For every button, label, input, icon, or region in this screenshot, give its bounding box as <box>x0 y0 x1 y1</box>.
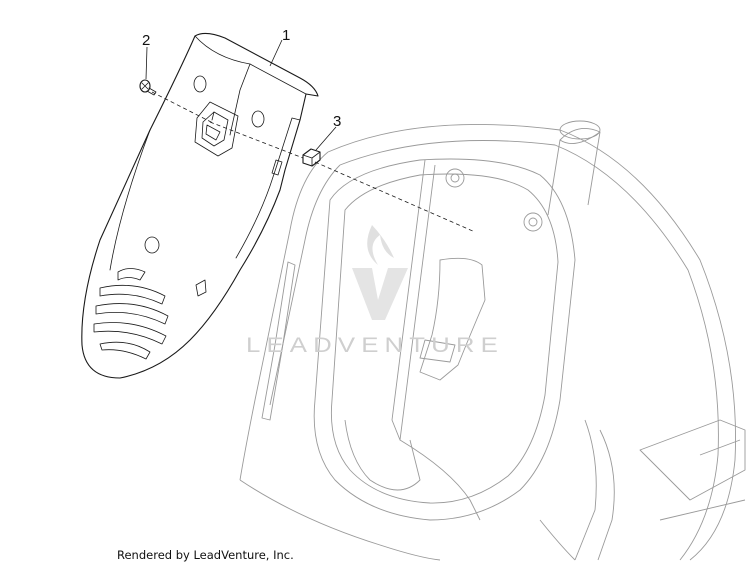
nut-part <box>302 148 321 167</box>
footer-credit: Rendered by LeadVenture, Inc. <box>117 548 294 562</box>
callout-2[interactable]: 2 <box>142 32 150 49</box>
screw-centerline <box>151 91 214 124</box>
mount-centerline <box>314 161 476 233</box>
leader-line-2 <box>145 46 148 80</box>
leader-line-1 <box>269 39 283 67</box>
front-cover-part <box>81 32 319 379</box>
cover-grille <box>93 268 169 360</box>
callout-3[interactable]: 3 <box>333 113 341 130</box>
fastener-axis-line <box>209 121 304 159</box>
watermark-logo <box>352 225 408 320</box>
watermark-text: LEADVENTURE <box>246 334 504 357</box>
callout-1[interactable]: 1 <box>282 27 290 44</box>
scooter-front-shield <box>239 120 746 561</box>
leader-line-3 <box>315 126 337 151</box>
